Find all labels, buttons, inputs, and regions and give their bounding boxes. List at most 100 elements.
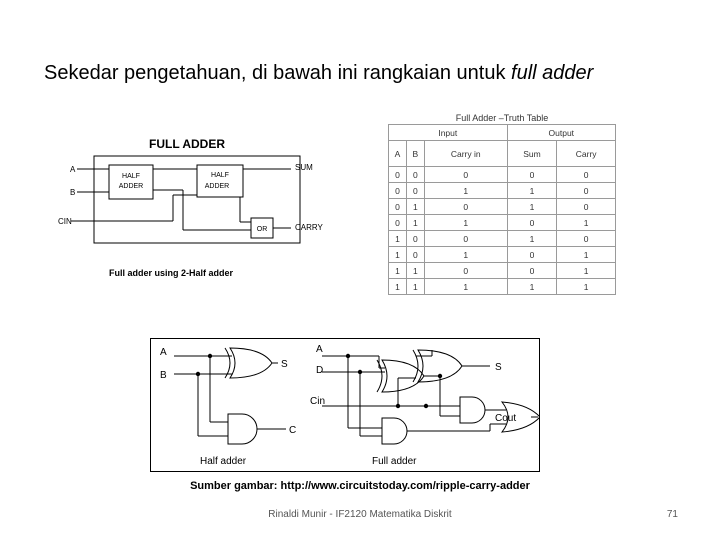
truth-table-cell: 1 <box>388 278 407 295</box>
title-main-text: Sekedar pengetahuan, di bawah ini rangka… <box>44 62 512 84</box>
truth-table-cell: 1 <box>423 214 508 231</box>
truth-table: Full Adder –Truth Table Input Output A B… <box>388 112 617 300</box>
fa-xor-gate-2-back <box>412 349 419 383</box>
truth-table-header: Sum <box>506 140 558 167</box>
ha-and-gate <box>227 413 258 445</box>
truth-table-header: B <box>405 140 425 167</box>
truth-table-cell: 1 <box>423 182 508 199</box>
fa-label-b: D <box>316 365 323 376</box>
fa-label-s: S <box>495 362 502 373</box>
fig1-heading: FULL ADDER <box>149 137 225 151</box>
title-italic-text: full adder <box>511 62 594 84</box>
truth-table-cell: 1 <box>423 246 508 263</box>
ha-caption: Half adder <box>200 456 247 467</box>
truth-table-header: A <box>388 140 407 167</box>
ha2-label-line2: ADDER <box>205 183 230 190</box>
junction-dots <box>195 353 443 409</box>
truth-table-cell: 0 <box>506 262 558 279</box>
truth-table-cell: 1 <box>556 278 616 295</box>
fa-label-cout: Cout <box>495 413 516 424</box>
ha-label-a: A <box>160 347 167 358</box>
truth-table-cell: 0 <box>388 182 407 199</box>
full-adder-outline <box>93 155 301 244</box>
truth-table-title: Full Adder –Truth Table <box>455 113 549 123</box>
full-adder-block-diagram: FULL ADDER A B CIN HALF ADDER HALF ADDER… <box>58 137 324 278</box>
fig1-sum-label: SUM <box>295 163 313 172</box>
truth-table-cell: 1 <box>423 278 508 295</box>
truth-table-cell: 1 <box>388 262 407 279</box>
ha-label-b: B <box>160 370 167 381</box>
fa-label-cin: Cin <box>310 396 325 407</box>
fa-and-gate-2 <box>381 417 408 445</box>
truth-table-cell: 0 <box>556 198 616 215</box>
image-source-caption: Sumber gambar: http://www.circuitstoday.… <box>190 480 530 492</box>
truth-table-group-output: Output <box>506 124 617 141</box>
truth-table-cell: 1 <box>506 182 558 199</box>
slide-title: Sekedar pengetahuan, di bawah ini rangka… <box>44 62 593 85</box>
fig1-label-a: A <box>70 165 76 174</box>
or-gate-label: OR <box>257 226 268 233</box>
truth-table-cell: 1 <box>388 230 407 247</box>
ha1-label-line1: HALF <box>122 173 140 180</box>
truth-table-cell: 1 <box>405 214 425 231</box>
fa-xor-gate-2 <box>417 349 463 383</box>
ha-xor-gate-back <box>224 347 231 379</box>
fa-caption: Full adder <box>372 456 417 467</box>
page-number: 71 <box>666 509 678 520</box>
truth-table-cell: 1 <box>556 262 616 279</box>
truth-table-cell: 0 <box>423 198 508 215</box>
truth-table-cell: 0 <box>556 182 616 199</box>
truth-table-cell: 1 <box>506 198 558 215</box>
half-adder-2-box <box>196 164 244 198</box>
fig1-label-cin: CIN <box>58 217 72 226</box>
slide-footer: Rinaldi Munir - IF2120 Matematika Diskri… <box>268 509 452 520</box>
truth-table-group-input: Input <box>388 124 508 141</box>
ha2-label-line1: HALF <box>211 172 229 179</box>
truth-table-cell: 0 <box>506 166 558 183</box>
fig1-label-b: B <box>70 188 75 197</box>
truth-table-cell: 1 <box>506 278 558 295</box>
truth-table-cell: 0 <box>405 182 425 199</box>
fa-or-gate <box>500 401 540 433</box>
truth-table-cell: 1 <box>556 246 616 263</box>
ha1-label-line2: ADDER <box>119 183 144 190</box>
truth-table-cell: 0 <box>423 262 508 279</box>
truth-table-cell: 1 <box>405 262 425 279</box>
truth-table-cell: 0 <box>405 230 425 247</box>
fig2-frame <box>150 338 540 472</box>
half-adder-1-box <box>108 164 154 200</box>
truth-table-cell: 0 <box>556 166 616 183</box>
truth-table-cell: 0 <box>388 214 407 231</box>
gate-level-adder-diagram: A B S C Half adder A D Cin S Cout Full a… <box>150 338 540 472</box>
fa-xor-gate-1-back <box>376 359 383 393</box>
truth-table-header: Carry in <box>423 140 508 167</box>
ha-xor-gate <box>229 347 273 379</box>
fa-and-gate-1 <box>459 396 486 424</box>
truth-table-cell: 0 <box>388 198 407 215</box>
truth-table-cell: 0 <box>556 230 616 247</box>
truth-table-cell: 0 <box>405 246 425 263</box>
truth-table-cell: 0 <box>506 214 558 231</box>
truth-table-cell: 1 <box>405 198 425 215</box>
fig1-carry-label: CARRY <box>295 223 324 232</box>
truth-table-header: Carry <box>556 140 616 167</box>
truth-table-cell: 1 <box>506 230 558 247</box>
truth-table-cell: 1 <box>556 214 616 231</box>
truth-table-cell: 0 <box>405 166 425 183</box>
truth-table-cell: 1 <box>388 246 407 263</box>
fig1-caption: Full adder using 2-Half adder <box>109 268 234 278</box>
ha-label-s: S <box>281 359 288 370</box>
truth-table-cell: 1 <box>405 278 425 295</box>
fa-xor-gate-1 <box>381 359 425 393</box>
truth-table-cell: 0 <box>423 166 508 183</box>
fa-label-a: A <box>316 344 323 355</box>
